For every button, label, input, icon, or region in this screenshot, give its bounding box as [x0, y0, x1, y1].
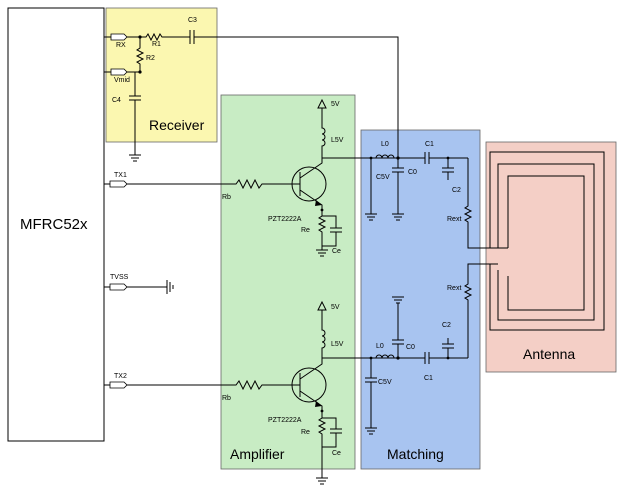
- matching-label: Matching: [387, 446, 444, 462]
- matching-block: [360, 129, 481, 470]
- tvss-pin-label: TVSS: [110, 274, 129, 281]
- supply-top-label: 5V: [331, 101, 340, 108]
- c2-top-label: C2: [452, 187, 461, 194]
- c5v-top-label: C5V: [376, 174, 390, 181]
- tx1-pin-label: TX1: [114, 172, 127, 179]
- matching-network-bottom: Rext C2 L0 C0 C5V C1: [365, 263, 490, 435]
- inductor-bottom-label: L5V: [331, 341, 344, 348]
- ce-bottom-label: Ce: [332, 450, 341, 457]
- antenna-coil: [489, 151, 605, 331]
- rb-top-label: Rb: [222, 194, 231, 201]
- amplifier-label: Amplifier: [230, 446, 285, 462]
- rext-bottom-label: Rext: [447, 285, 461, 292]
- receiver-label: Receiver: [149, 117, 205, 133]
- amplifier-stage-top: 5V L5V Rb PZT2222A Re Ce: [222, 98, 398, 257]
- antenna-label: Antenna: [523, 346, 575, 362]
- transistor-top-label: PZT2222A: [268, 216, 302, 223]
- ce-top-label: Ce: [332, 248, 341, 255]
- rb-bottom-label: Rb: [222, 395, 231, 402]
- re-bottom-label: Re: [301, 429, 310, 436]
- tx2-pin-label: TX2: [114, 373, 127, 380]
- matching-network-top: L0 C1 C5V C0 C2 Rext: [365, 141, 490, 249]
- c4-label: C4: [112, 97, 121, 104]
- l0-top-label: L0: [381, 141, 389, 148]
- vmid-pin-label: Vmid: [114, 77, 130, 84]
- transistor-bottom-label: PZT2222A: [268, 417, 302, 424]
- inductor-top-label: L5V: [331, 137, 344, 144]
- c5v-bottom-label: C5V: [378, 379, 392, 386]
- c0-top-label: C0: [408, 169, 417, 176]
- chip-box: [7, 7, 105, 442]
- chip-label: MFRC52x: [20, 216, 88, 233]
- c0-bottom-label: C0: [406, 344, 415, 351]
- c2-bottom-label: C2: [442, 322, 451, 329]
- rx-pin-label: RX: [116, 42, 126, 49]
- tx2-pin: TX2: [104, 373, 290, 391]
- supply-bottom-label: 5V: [331, 304, 340, 311]
- amplifier-stage-bottom: 5V L5V Rb PZT2222A Re Ce: [222, 300, 398, 485]
- c3-label: C3: [188, 17, 197, 24]
- l0-bottom-label: L0: [376, 343, 384, 350]
- receiver-circuit: RX Vmid R1 R2 C3 C4: [104, 17, 399, 162]
- amplifier-block: [220, 94, 356, 470]
- tvss-pin: TVSS: [104, 274, 174, 294]
- re-top-label: Re: [301, 227, 310, 234]
- rext-top-label: Rext: [447, 216, 461, 223]
- c1-top-label: C1: [425, 141, 434, 148]
- c1-bottom-label: C1: [424, 375, 433, 382]
- tx1-pin: TX1: [104, 172, 290, 190]
- r1-label: R1: [152, 41, 161, 48]
- r2-label: R2: [146, 55, 155, 62]
